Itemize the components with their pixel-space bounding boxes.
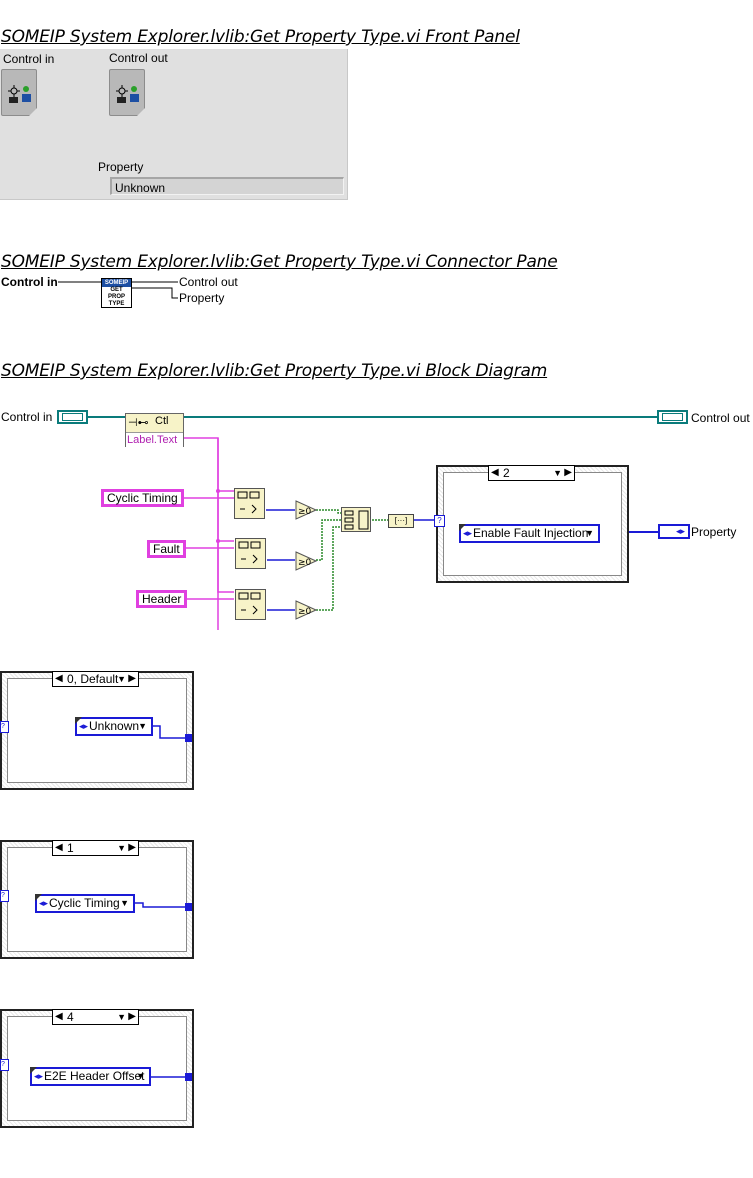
next-case-icon[interactable]: ▶ — [128, 673, 136, 684]
control-out-refnum — [109, 69, 145, 116]
front-panel — [0, 49, 348, 200]
vi-icon-text-1: GET — [110, 287, 123, 293]
case-selector-terminal: ? — [0, 1059, 9, 1071]
chevron-down-icon[interactable]: ▼ — [136, 1071, 145, 1081]
next-case-icon[interactable]: ▶ — [128, 842, 136, 853]
match-pattern-node[interactable] — [235, 538, 266, 569]
string-constant-fault[interactable]: Fault — [147, 540, 186, 558]
case-selector-terminal: ? — [0, 890, 9, 902]
prev-case-icon[interactable]: ◀ — [55, 842, 63, 853]
refnum-icon — [116, 85, 139, 103]
match-pattern-icon — [237, 491, 260, 514]
enum-value: Enable Fault Injection — [473, 526, 589, 540]
chevron-down-icon[interactable]: ▼ — [138, 721, 147, 731]
vi-icon-text-2: PROP — [107, 294, 125, 300]
property-node-property: Label.Text — [126, 432, 183, 448]
chevron-down-icon[interactable]: ▼ — [585, 528, 594, 538]
vi-icon[interactable]: SOMEIP GET PROP TYPE — [101, 278, 132, 308]
connector-pane-title: SOMEIP System Explorer.lvlib:Get Propert… — [1, 252, 558, 272]
property-node[interactable]: ⊣⊷ Ctl Label.Text — [125, 413, 184, 448]
compare-label: ≥0 — [298, 558, 312, 568]
control-out-label: Control out — [109, 51, 168, 65]
increment-arrows-icon: ◂▸ — [34, 1071, 44, 1081]
vi-icon-text-3: TYPE — [108, 301, 125, 307]
compare-label: ≥0 — [298, 607, 312, 617]
increment-arrows-icon: ◂▸ — [79, 721, 89, 731]
greater-equal-zero-node[interactable]: ≥0 — [295, 500, 317, 520]
bd-control-out-label: Control out — [691, 411, 750, 425]
property-enum-terminal[interactable]: ◂▸ — [658, 524, 690, 539]
property-node-class: Ctl — [155, 415, 169, 427]
chevron-down-icon[interactable]: ▼ — [117, 843, 126, 853]
match-pattern-icon — [238, 592, 261, 615]
case-selector-main[interactable]: ◀ 2 ▼ ▶ — [488, 465, 575, 481]
next-case-icon[interactable]: ▶ — [128, 1011, 136, 1022]
enum-constant-e2e-header-offset[interactable]: ◂▸ E2E Header Offset ▼ — [30, 1067, 151, 1086]
property-indicator: Unknown — [110, 177, 344, 195]
connector-wires — [58, 281, 178, 299]
case-selector-4[interactable]: ◀ 4 ▼ ▶ — [52, 1009, 139, 1025]
match-pattern-icon — [238, 541, 261, 564]
enum-constant-unknown[interactable]: ◂▸ Unknown ▼ — [75, 717, 153, 736]
case-0-wire — [152, 725, 192, 742]
front-panel-title: SOMEIP System Explorer.lvlib:Get Propert… — [1, 27, 520, 47]
case-selector-value: 0, Default — [67, 672, 119, 686]
greater-equal-zero-node[interactable]: ≥0 — [295, 600, 317, 620]
match-pattern-node[interactable] — [235, 589, 266, 620]
match-pattern-node[interactable] — [234, 488, 265, 519]
string-constant-cyclic-timing[interactable]: Cyclic Timing — [101, 489, 184, 507]
case-selector-value: 4 — [67, 1010, 74, 1024]
bd-control-out-terminal[interactable] — [657, 410, 688, 424]
increment-arrows-icon: ◂▸ — [39, 898, 49, 908]
bd-control-in-terminal[interactable] — [57, 410, 88, 424]
prev-case-icon[interactable]: ◀ — [491, 467, 499, 478]
control-in-label: Control in — [3, 52, 55, 66]
chevron-down-icon[interactable]: ▼ — [117, 1012, 126, 1022]
property-node-icon: ⊣⊷ — [128, 417, 149, 429]
build-array-node[interactable] — [341, 507, 371, 532]
bd-property-label: Property — [691, 525, 737, 539]
case-1-wire — [135, 902, 192, 911]
case-selector-1[interactable]: ◀ 1 ▼ ▶ — [52, 840, 139, 856]
prev-case-icon[interactable]: ◀ — [55, 1011, 63, 1022]
block-diagram-title: SOMEIP System Explorer.lvlib:Get Propert… — [1, 361, 548, 381]
next-case-icon[interactable]: ▶ — [564, 467, 572, 478]
prev-case-icon[interactable]: ◀ — [55, 673, 63, 684]
enum-value: Cyclic Timing — [49, 896, 120, 910]
bd-control-in-label: Control in — [1, 410, 53, 424]
block-diagram-wires — [88, 416, 660, 630]
case-selector-terminal: ? — [0, 721, 9, 733]
enum-value: E2E Header Offset — [44, 1069, 145, 1083]
compare-label: ≥0 — [298, 507, 312, 517]
enum-constant-main[interactable]: ◂▸ Enable Fault Injection ▼ — [459, 524, 600, 543]
string-constant-header[interactable]: Header — [136, 590, 188, 608]
enum-value: Unknown — [89, 719, 140, 733]
chevron-down-icon[interactable]: ▼ — [117, 674, 126, 684]
case-selector-0[interactable]: ◀ 0, Default ▼ ▶ — [52, 671, 139, 687]
greater-equal-zero-node[interactable]: ≥0 — [295, 551, 317, 571]
case-selector-value: 1 — [67, 841, 74, 855]
property-label: Property — [98, 160, 144, 174]
control-in-refnum[interactable] — [1, 69, 37, 116]
case-selector-terminal: ? — [434, 515, 445, 527]
search-array-node[interactable]: [···] — [388, 514, 414, 528]
vi-icon-header: SOMEIP — [102, 279, 131, 287]
case-selector-value: 2 — [503, 466, 510, 480]
connector-output-label-2: Property — [179, 291, 225, 305]
refnum-icon — [8, 85, 31, 103]
case-4-wire — [151, 1073, 192, 1081]
enum-constant-cyclic-timing[interactable]: ◂▸ Cyclic Timing ▼ — [35, 894, 135, 913]
build-array-icon — [344, 510, 369, 530]
connector-input-label: Control in — [1, 275, 58, 289]
increment-arrows-icon: ◂▸ — [463, 528, 473, 538]
chevron-down-icon[interactable]: ▼ — [553, 468, 562, 478]
chevron-down-icon[interactable]: ▼ — [120, 898, 129, 908]
connector-output-label-1: Control out — [179, 275, 238, 289]
